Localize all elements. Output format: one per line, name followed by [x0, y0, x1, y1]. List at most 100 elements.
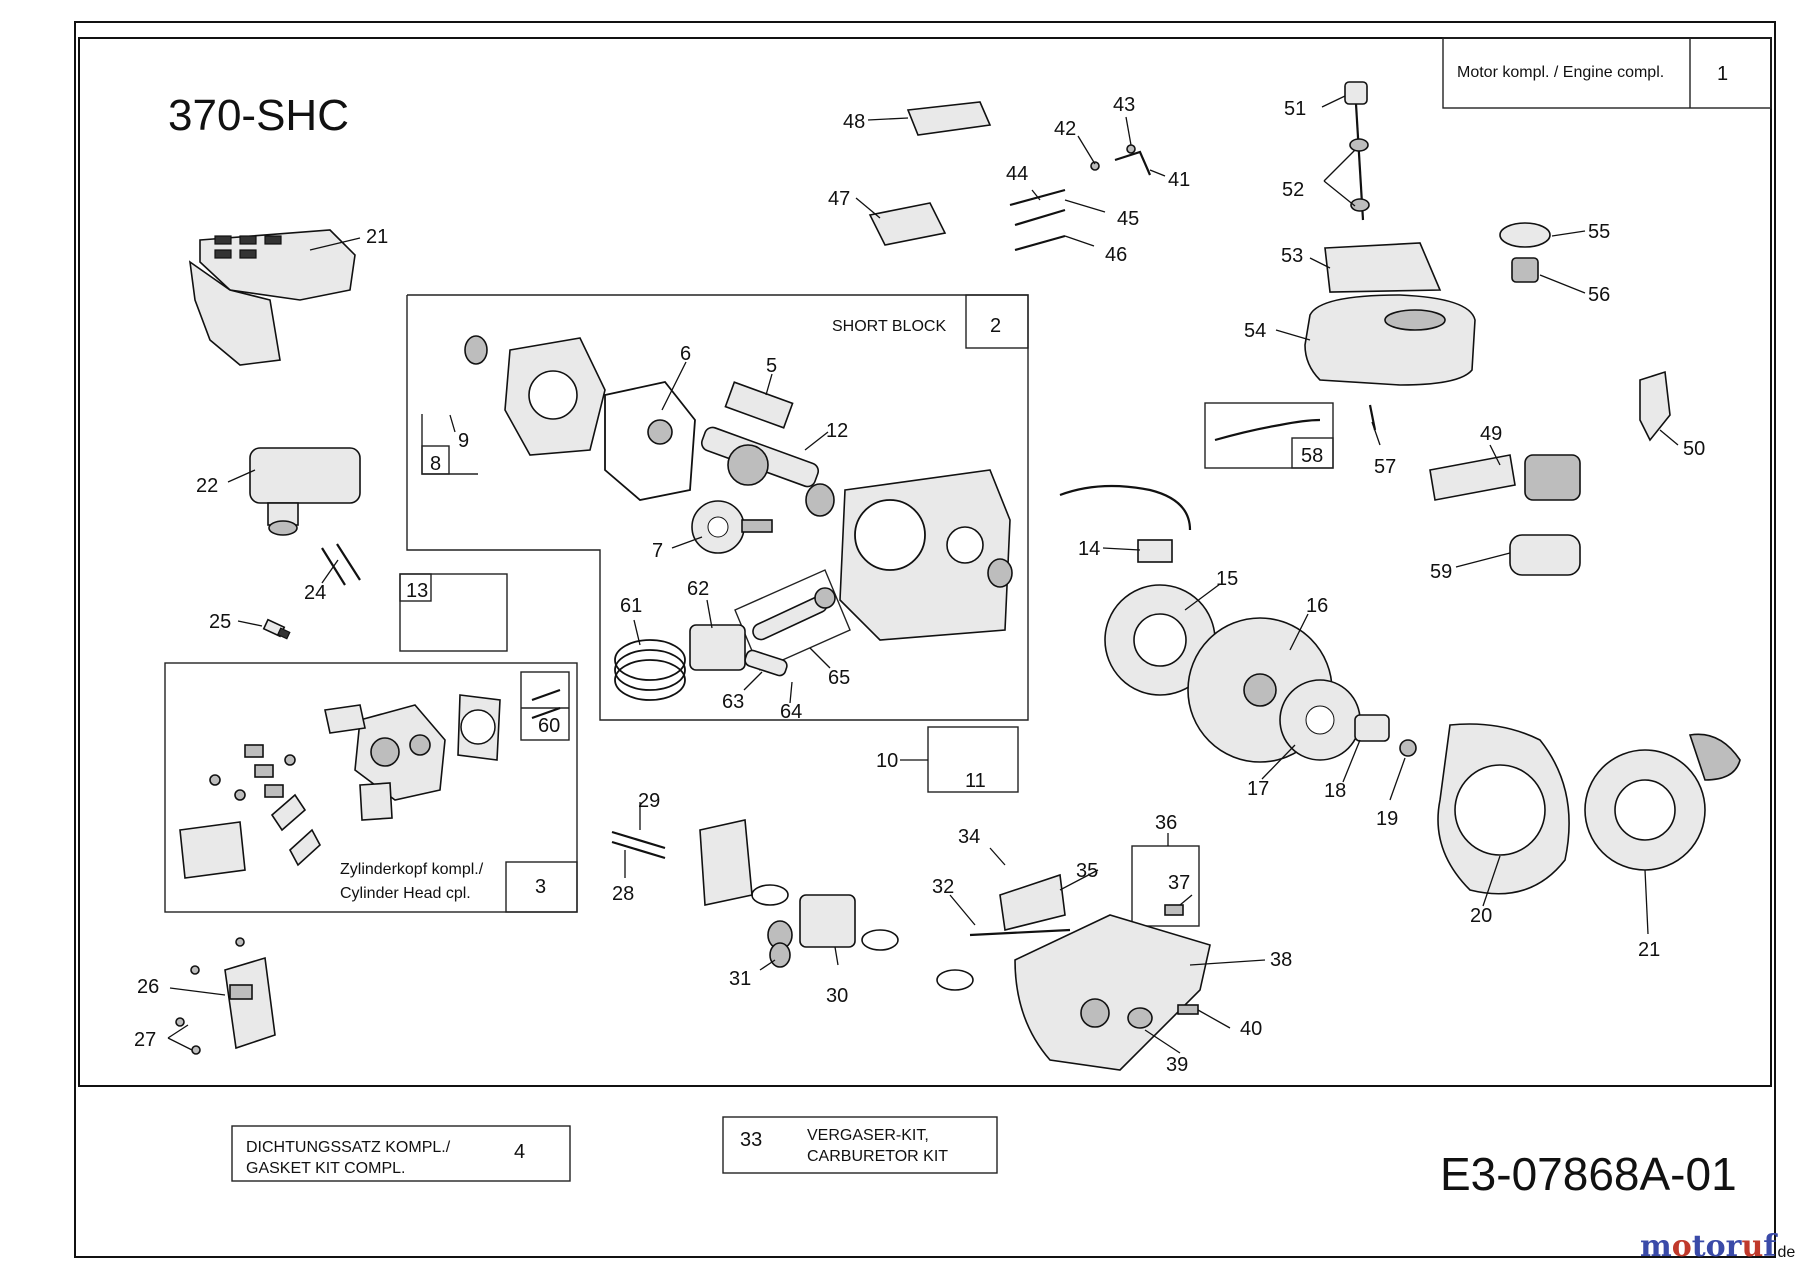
part-61-pushrods: [531, 688, 561, 720]
part-carb-gaskets: [751, 884, 974, 991]
callout-26: 25: [209, 611, 231, 633]
ref-box-8: [421, 414, 478, 475]
callout-66: 65: [828, 667, 850, 689]
part-engine-block: [805, 469, 1013, 641]
part-48-throttle: [868, 202, 947, 246]
part-6-gasket: [604, 381, 696, 501]
callout-63: 62: [687, 578, 709, 600]
callout-37: 36: [1155, 812, 1177, 834]
callout-45: 44: [1006, 163, 1028, 185]
part-28-bolts: [175, 937, 245, 1055]
drawing-frame: [78, 37, 1772, 1087]
callout-58: 57: [1374, 456, 1396, 478]
watermark-logo: motoruf .de: [1640, 1229, 1795, 1264]
part-51-bracket: [1639, 370, 1671, 442]
part-41-bolt: [1177, 1004, 1199, 1015]
part-66-connecting-rod: [752, 587, 836, 641]
callout-54: 53: [1281, 245, 1303, 267]
callout-28: 27: [134, 1029, 156, 1051]
part-45-47-links: [1009, 188, 1066, 252]
callout-12: 12: [826, 420, 848, 442]
callout-31: 30: [826, 985, 848, 1007]
callout-34: 32: [932, 876, 954, 898]
part-52-fuel-cap-dipstick: [1344, 81, 1370, 221]
short-block-label: SHORT BLOCK: [832, 318, 946, 335]
part-32-bowl: [769, 942, 791, 968]
part-7-cam-gear: [691, 500, 773, 554]
part-49-bracket: [906, 101, 992, 136]
part-58-fitting: [1368, 404, 1377, 431]
ref-box-37: [1131, 845, 1200, 927]
callout-5: 5: [766, 355, 777, 377]
callout-25: 24: [304, 582, 326, 604]
callout-43: 42: [1054, 118, 1076, 140]
callout-16: 16: [1306, 595, 1328, 617]
part-38-screw: [1164, 904, 1184, 916]
part-55-fuel-tank: [1304, 294, 1476, 386]
diagram-code: E3-07868A-01: [1440, 1148, 1737, 1200]
callout-38: 37: [1168, 872, 1190, 894]
part-25-pins: [321, 543, 361, 586]
part-24-muffler: [249, 447, 361, 536]
callout-36: 35: [1076, 860, 1098, 882]
part-valve-springs: [209, 744, 296, 801]
ref-box-61: [520, 671, 570, 741]
callout-32: 31: [729, 968, 751, 990]
callout-7: 7: [652, 540, 663, 562]
callout-53: 52: [1282, 179, 1304, 201]
callout-numbers: 21 22 24 25 26 27 5 6 7 8 9 10 11 12 13 …: [134, 94, 1705, 1076]
callout-21: 21: [1638, 939, 1660, 961]
callout-55: 54: [1244, 320, 1266, 342]
ref-box-13: [399, 573, 508, 652]
callout-11: 11: [965, 770, 986, 792]
callout-65: 64: [780, 701, 802, 723]
outer-frame: [74, 21, 1776, 1258]
callout-9: 9: [458, 430, 469, 452]
part-42-lever: [1090, 144, 1152, 176]
callout-62: 61: [620, 595, 642, 617]
watermark-text: motoruf: [1640, 1229, 1778, 1264]
callout-48: 47: [828, 188, 850, 210]
cylinder-head-label-2: Cylinder Head cpl.: [340, 885, 471, 902]
callout-20: 20: [1470, 905, 1492, 927]
part-20-blower-housing: [1437, 723, 1570, 895]
gasket-kit-label-1: DICHTUNGSSATZ KOMPL./: [246, 1139, 451, 1156]
callout-6: 6: [680, 343, 691, 365]
part-54-tank-cover: [1324, 242, 1442, 293]
model-title: 370-SHC: [168, 91, 349, 140]
part-21-recoil-starter: [1584, 733, 1741, 871]
part-40-knob: [1127, 1007, 1153, 1029]
callout-57: 56: [1588, 284, 1610, 306]
short-block-group: SHORT BLOCK 2: [406, 294, 1029, 721]
part-piston-rings: [614, 639, 686, 701]
part-64-wrist-pin: [744, 649, 788, 677]
engine-label-text: Motor kompl. / Engine compl.: [1457, 64, 1664, 81]
part-60-starter: [1509, 454, 1581, 576]
part-cylinder-head: [179, 694, 501, 879]
callout-40: 39: [1166, 1054, 1188, 1076]
part-26-spark-plug: [262, 618, 291, 640]
engine-ref-number: 1: [1717, 63, 1728, 85]
callout-60: 59: [1430, 561, 1452, 583]
engine-assembly-label: Motor kompl. / Engine compl. 1: [1442, 37, 1772, 109]
callout-30: 29: [638, 790, 660, 812]
callout-22: 21: [366, 226, 388, 248]
part-crankshaft: [700, 426, 820, 488]
callout-13: 13: [406, 580, 428, 602]
ref-box-59: [1204, 402, 1334, 469]
part-56-fuel-cap: [1499, 222, 1551, 283]
callout-46: 45: [1117, 208, 1139, 230]
part-63-piston: [689, 624, 746, 671]
part-27-valve-cover: [224, 956, 276, 1050]
part-crankcase-cover: [464, 335, 606, 456]
carburetor-kit-group: 33 VERGASER-KIT, CARBURETOR KIT: [722, 1116, 998, 1174]
gasket-kit-label-2: GASKET KIT COMPL.: [246, 1160, 405, 1177]
callout-50: 49: [1480, 423, 1502, 445]
part-29-30-studs: [611, 830, 666, 860]
callout-18: 18: [1324, 780, 1346, 802]
callout-61: 60: [538, 715, 560, 737]
callout-10: 10: [876, 750, 898, 772]
part-50-plate: [1429, 454, 1516, 501]
part-15-stator: [1104, 584, 1216, 696]
